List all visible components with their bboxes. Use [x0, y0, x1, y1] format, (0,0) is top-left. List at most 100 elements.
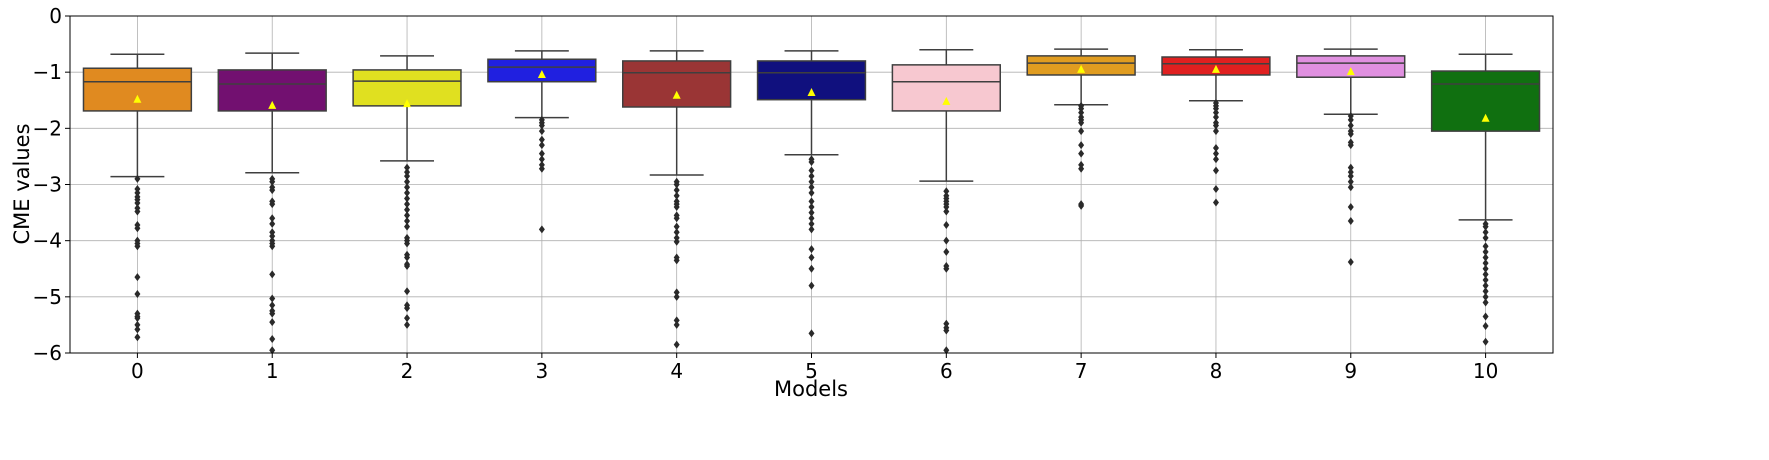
- outlier-point: [538, 155, 545, 164]
- outlier-point: [404, 304, 411, 313]
- outlier-point: [943, 236, 950, 245]
- outlier-point: [1078, 127, 1085, 136]
- box-model-9: [1296, 48, 1406, 267]
- outlier-point: [538, 164, 545, 173]
- outlier-point: [1482, 222, 1489, 231]
- outlier-point: [673, 180, 680, 189]
- box-model-4: [622, 50, 732, 349]
- outlier-point: [1347, 183, 1354, 192]
- outlier-point: [269, 346, 276, 355]
- outlier-point: [134, 290, 141, 299]
- outlier-point: [1078, 141, 1085, 150]
- outlier-point: [943, 207, 950, 216]
- outlier-point: [538, 135, 545, 144]
- outlier-point: [1482, 242, 1489, 251]
- mean-marker: [1211, 64, 1220, 73]
- outlier-point: [538, 225, 545, 234]
- outlier-point: [1482, 312, 1489, 321]
- outlier-point: [538, 141, 545, 150]
- outlier-point: [404, 261, 411, 270]
- mean-marker: [1481, 113, 1490, 122]
- outlier-point: [134, 333, 141, 342]
- outlier-point: [673, 228, 680, 237]
- outlier-point: [673, 222, 680, 231]
- outlier-point: [269, 270, 276, 279]
- outlier-point: [404, 194, 411, 203]
- y-tick-label: −5: [33, 285, 62, 309]
- box-model-8: [1161, 48, 1271, 207]
- outlier-point: [404, 177, 411, 186]
- outlier-point: [808, 219, 815, 228]
- outlier-point: [943, 346, 950, 355]
- outlier-point: [1482, 337, 1489, 346]
- outlier-point: [1212, 121, 1219, 130]
- outlier-point: [1347, 172, 1354, 181]
- outlier-point: [404, 253, 411, 262]
- outlier-point: [404, 211, 411, 220]
- outlier-point: [1482, 270, 1489, 279]
- outlier-point: [1482, 228, 1489, 237]
- outlier-point: [538, 149, 545, 158]
- outlier-point: [1482, 281, 1489, 290]
- outlier-point: [808, 158, 815, 167]
- outlier-point: [1212, 198, 1219, 207]
- outlier-point: [1482, 233, 1489, 242]
- box-model-0: [82, 53, 193, 342]
- outlier-point: [1078, 164, 1085, 173]
- mean-marker: [133, 94, 142, 103]
- outlier-point: [1212, 155, 1219, 164]
- outlier-point: [269, 242, 276, 251]
- outlier-point: [673, 191, 680, 200]
- y-axis-ticks: 0−1−2−3−4−5−6: [33, 4, 70, 365]
- box-model-6: [891, 48, 1001, 355]
- outlier-point: [673, 340, 680, 349]
- outlier-point: [404, 222, 411, 231]
- outlier-point: [269, 318, 276, 327]
- outlier-point: [1482, 287, 1489, 296]
- outlier-point: [538, 127, 545, 136]
- outlier-point: [1078, 118, 1085, 127]
- outlier-point: [1078, 149, 1085, 158]
- outlier-point: [673, 214, 680, 223]
- outlier-point: [808, 188, 815, 197]
- outlier-point: [1347, 129, 1354, 138]
- outlier-point: [134, 325, 141, 334]
- outlier-point: [134, 174, 141, 183]
- iqr-box: [1430, 70, 1541, 132]
- outlier-point: [1482, 322, 1489, 331]
- outlier-point: [943, 247, 950, 256]
- outlier-point: [404, 188, 411, 197]
- outlier-point: [269, 186, 276, 195]
- x-tick-label: 6: [940, 359, 953, 383]
- outlier-point: [1347, 141, 1354, 150]
- outlier-point: [1347, 217, 1354, 226]
- outlier-point: [808, 197, 815, 206]
- outlier-point: [808, 245, 815, 254]
- outlier-point: [1212, 108, 1219, 117]
- outlier-point: [943, 264, 950, 273]
- outlier-point: [673, 320, 680, 329]
- y-axis-label: CME values: [10, 123, 34, 244]
- outlier-point: [1482, 253, 1489, 262]
- y-tick-label: −6: [33, 341, 62, 365]
- x-tick-label: 10: [1473, 359, 1498, 383]
- y-tick-label: 0: [49, 4, 62, 28]
- outlier-point: [269, 214, 276, 223]
- x-axis-label: Models: [774, 377, 848, 401]
- box-model-7: [1026, 48, 1136, 210]
- mean-marker: [537, 69, 546, 78]
- outlier-point: [673, 316, 680, 325]
- iqr-box: [622, 60, 732, 108]
- outlier-point: [269, 294, 276, 303]
- mean-marker: [672, 90, 681, 99]
- outlier-point: [1347, 115, 1354, 124]
- outlier-point: [269, 334, 276, 343]
- outlier-point: [808, 329, 815, 338]
- outlier-point: [404, 172, 411, 181]
- outlier-point: [808, 166, 815, 175]
- outlier-point: [269, 301, 276, 310]
- y-tick-label: −3: [33, 173, 62, 197]
- outlier-point: [134, 207, 141, 216]
- outlier-point: [1212, 166, 1219, 175]
